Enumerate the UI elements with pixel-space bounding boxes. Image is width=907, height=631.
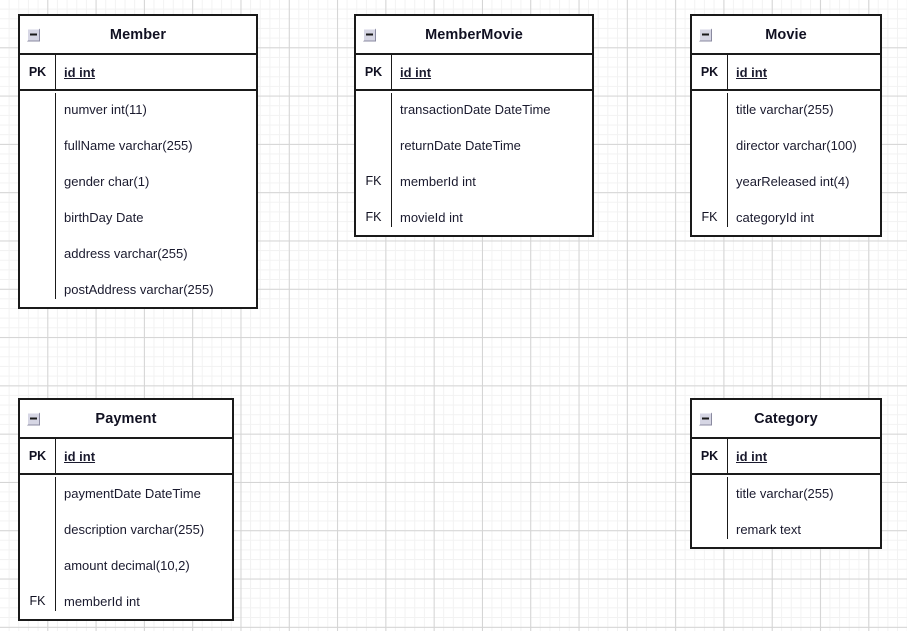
- attribute-row[interactable]: director varchar(100): [692, 127, 880, 163]
- key-column-divider: [55, 477, 56, 611]
- attribute-row[interactable]: address varchar(255): [20, 235, 256, 271]
- key-column-divider: [55, 55, 56, 91]
- entity-header[interactable]: Movie: [692, 16, 880, 55]
- attribute-row-primary-key[interactable]: PK id int: [692, 55, 880, 91]
- attribute-name: id int: [736, 448, 768, 464]
- attribute-list: PK id int paymentDate DateTime description …: [20, 439, 232, 619]
- attribute-name: id int: [64, 64, 96, 80]
- attribute-row[interactable]: transactionDate DateTime: [356, 91, 592, 127]
- attribute-row[interactable]: amount decimal(10,2): [20, 547, 232, 583]
- attribute-row[interactable]: title varchar(255): [692, 91, 880, 127]
- attribute-name: gender char(1): [64, 173, 150, 189]
- entity-title: Payment: [95, 410, 157, 427]
- attribute-row[interactable]: FK movieId int: [356, 199, 592, 235]
- attribute-name: memberId int: [400, 173, 476, 189]
- key-badge-pk: PK: [28, 449, 47, 463]
- key-badge-fk: FK: [365, 174, 382, 188]
- minus-box-icon[interactable]: [27, 28, 40, 41]
- attribute-row[interactable]: yearReleased int(4): [692, 163, 880, 199]
- key-column-divider: [727, 93, 728, 227]
- entity-title: Member: [109, 26, 167, 43]
- attribute-row[interactable]: postAddress varchar(255): [20, 271, 256, 307]
- key-badge-pk: PK: [700, 65, 719, 79]
- attribute-row[interactable]: description varchar(255): [20, 511, 232, 547]
- attribute-row[interactable]: returnDate DateTime: [356, 127, 592, 163]
- attribute-row[interactable]: paymentDate DateTime: [20, 475, 232, 511]
- attribute-name: paymentDate DateTime: [64, 485, 201, 501]
- attribute-name: amount decimal(10,2): [64, 557, 190, 573]
- attribute-name: description varchar(255): [64, 521, 205, 537]
- attribute-name: movieId int: [400, 209, 463, 225]
- attribute-row[interactable]: FK categoryId int: [692, 199, 880, 235]
- attribute-name: returnDate DateTime: [400, 137, 521, 153]
- key-badge-pk: PK: [364, 65, 383, 79]
- attribute-name: postAddress varchar(255): [64, 281, 214, 297]
- attribute-row[interactable]: remark text: [692, 511, 880, 547]
- attribute-row[interactable]: FK memberId int: [20, 583, 232, 619]
- attribute-row[interactable]: fullName varchar(255): [20, 127, 256, 163]
- attribute-name: remark text: [736, 521, 802, 537]
- attribute-name: id int: [400, 64, 432, 80]
- entity-title: Category: [754, 410, 818, 427]
- attribute-row-primary-key[interactable]: PK id int: [692, 439, 880, 475]
- key-badge-fk: FK: [701, 210, 718, 224]
- key-column-divider: [727, 477, 728, 539]
- attribute-name: yearReleased int(4): [736, 173, 850, 189]
- attribute-name: title varchar(255): [736, 485, 834, 501]
- attribute-row[interactable]: numver int(11): [20, 91, 256, 127]
- key-column-divider: [727, 55, 728, 91]
- attribute-row-primary-key[interactable]: PK id int: [356, 55, 592, 91]
- attribute-row[interactable]: birthDay Date: [20, 199, 256, 235]
- key-column-divider: [55, 93, 56, 299]
- minus-box-icon[interactable]: [699, 28, 712, 41]
- attribute-list: PK id int numver int(11) fullName varchar(2…: [20, 55, 256, 307]
- key-column-divider: [391, 93, 392, 227]
- attribute-name: director varchar(100): [736, 137, 857, 153]
- key-column-divider: [55, 439, 56, 475]
- attribute-name: memberId int: [64, 593, 140, 609]
- attribute-name: title varchar(255): [736, 101, 834, 117]
- entity-header[interactable]: MemberMovie: [356, 16, 592, 55]
- minus-box-icon[interactable]: [699, 412, 712, 425]
- minus-box-icon[interactable]: [27, 412, 40, 425]
- entity-title: MemberMovie: [425, 26, 523, 43]
- attribute-row-primary-key[interactable]: PK id int: [20, 55, 256, 91]
- key-badge-pk: PK: [28, 65, 47, 79]
- entity-header[interactable]: Member: [20, 16, 256, 55]
- attribute-name: id int: [64, 448, 96, 464]
- minus-box-icon[interactable]: [363, 28, 376, 41]
- attribute-row[interactable]: FK memberId int: [356, 163, 592, 199]
- key-badge-fk: FK: [29, 594, 46, 608]
- attribute-name: id int: [736, 64, 768, 80]
- key-column-divider: [391, 55, 392, 91]
- key-badge-fk: FK: [365, 210, 382, 224]
- attribute-list: PK id int title varchar(255) remark text: [692, 439, 880, 547]
- attribute-list: PK id int transactionDate DateTime returnDa…: [356, 55, 592, 235]
- attribute-name: fullName varchar(255): [64, 137, 193, 153]
- attribute-name: birthDay Date: [64, 209, 144, 225]
- attribute-name: categoryId int: [736, 209, 815, 225]
- attribute-row[interactable]: gender char(1): [20, 163, 256, 199]
- entity-header[interactable]: Payment: [20, 400, 232, 439]
- entity-header[interactable]: Category: [692, 400, 880, 439]
- attribute-name: transactionDate DateTime: [400, 101, 551, 117]
- attribute-row-primary-key[interactable]: PK id int: [20, 439, 232, 475]
- attribute-row[interactable]: title varchar(255): [692, 475, 880, 511]
- entity-title: Movie: [765, 26, 807, 43]
- attribute-name: address varchar(255): [64, 245, 188, 261]
- attribute-list: PK id int title varchar(255) director varch…: [692, 55, 880, 235]
- key-badge-pk: PK: [700, 449, 719, 463]
- attribute-name: numver int(11): [64, 101, 147, 117]
- key-column-divider: [727, 439, 728, 475]
